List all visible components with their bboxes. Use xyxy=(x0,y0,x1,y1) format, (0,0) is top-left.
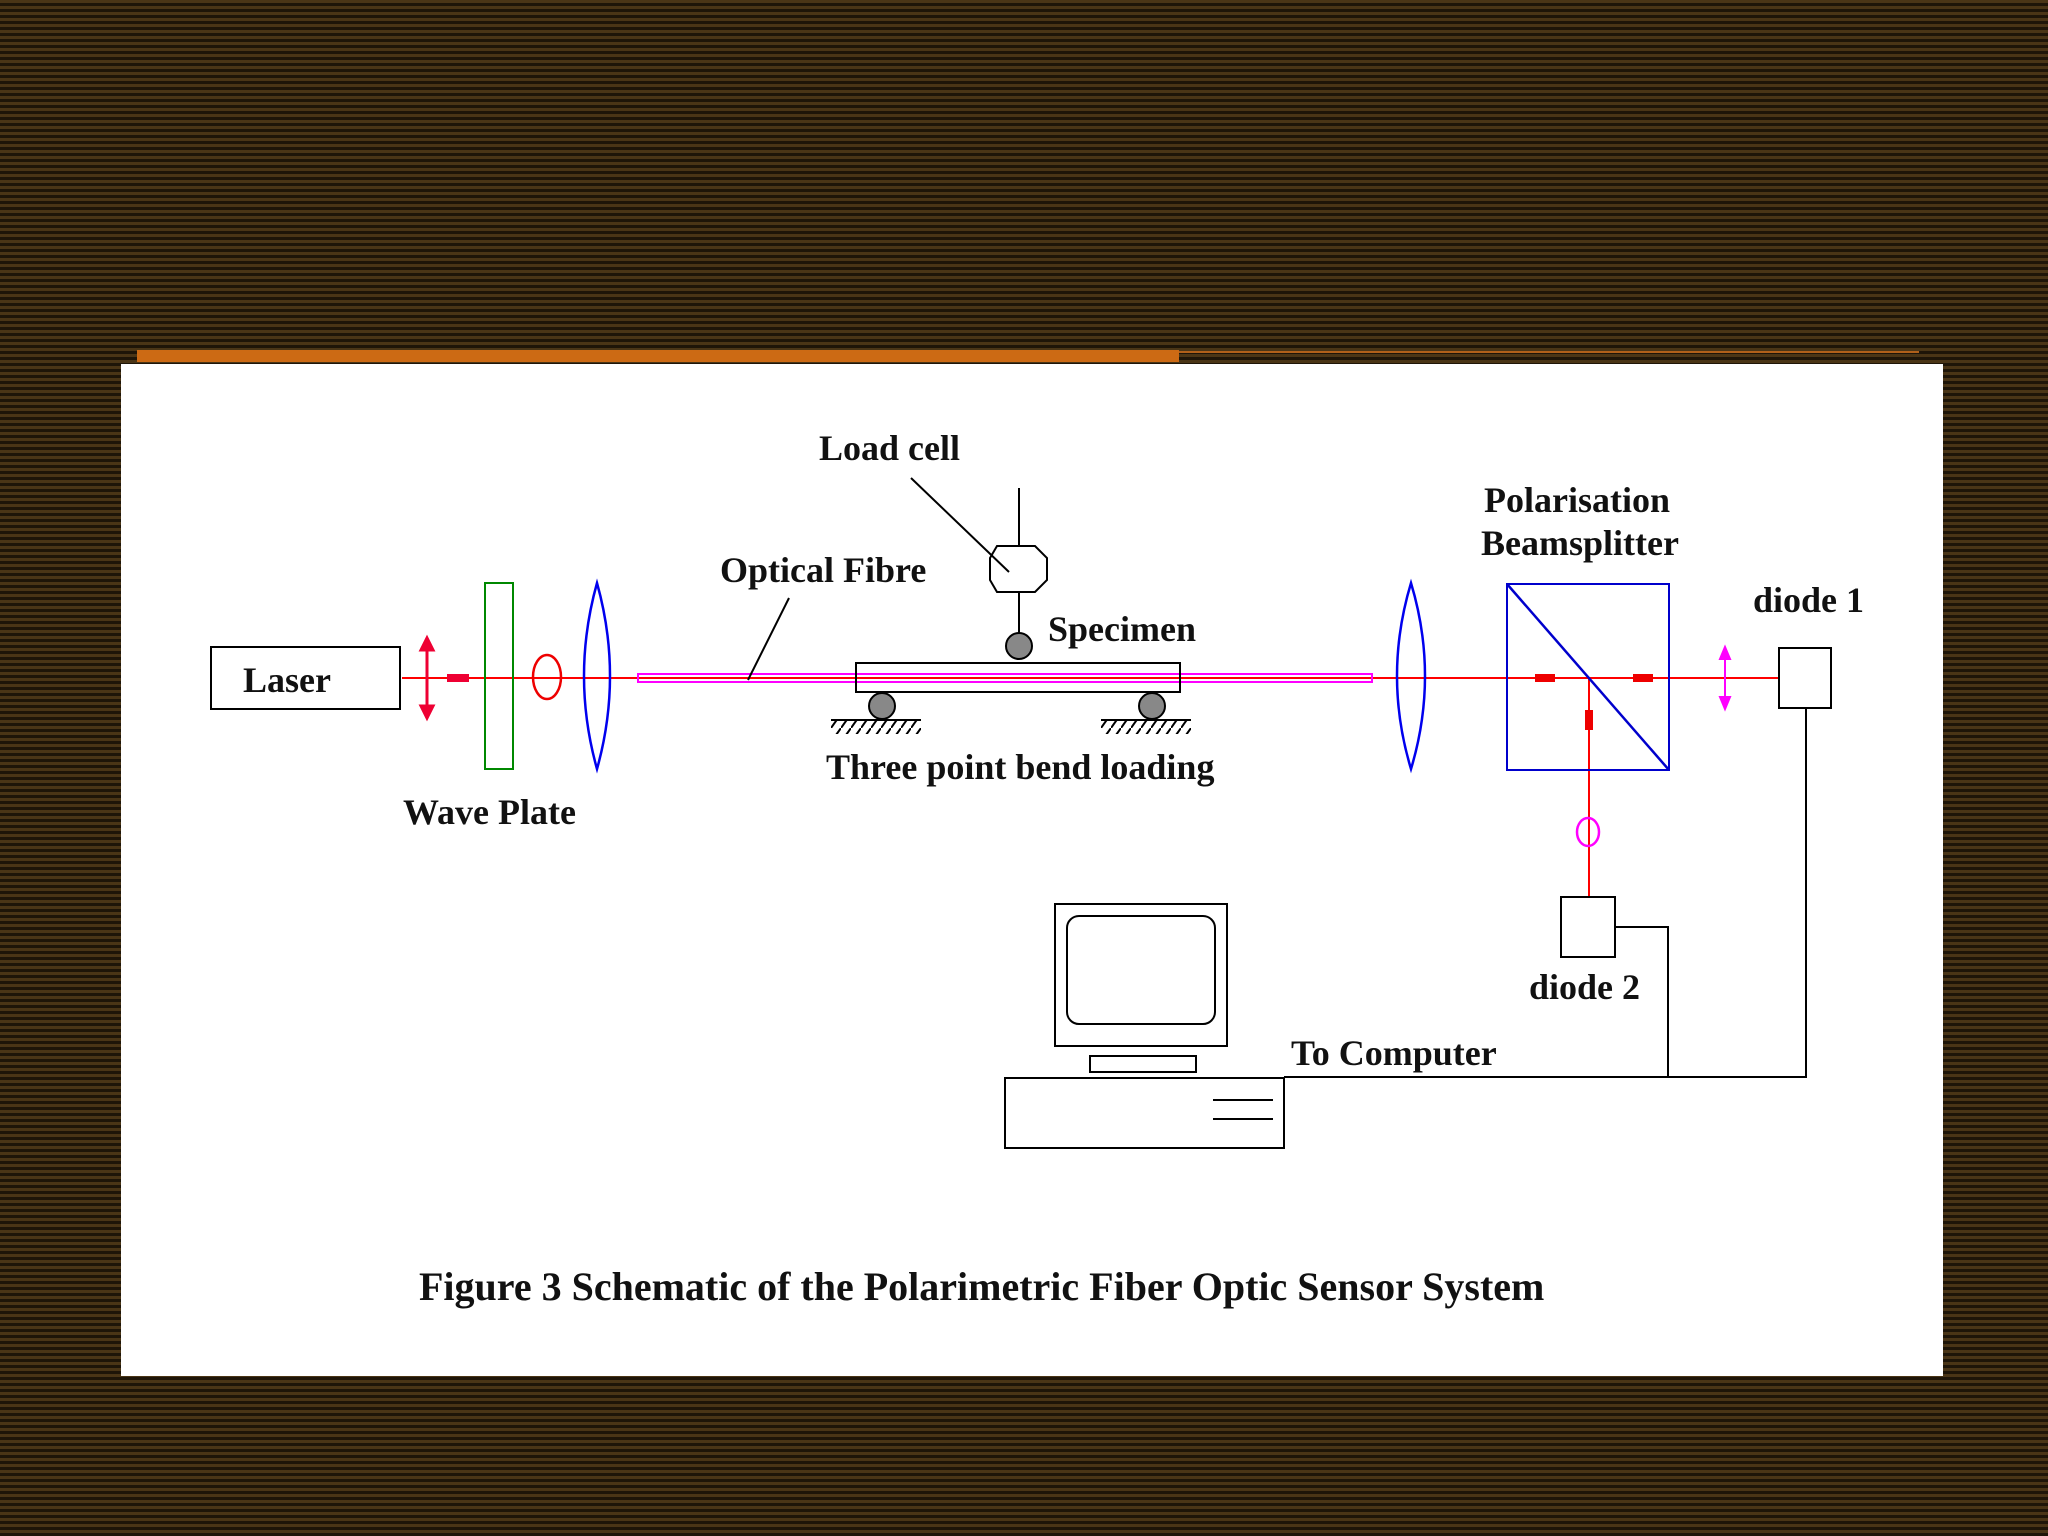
figure-panel: Laser Wave Plate Optical Fibre Three poi… xyxy=(121,364,1943,1376)
specimen-beam xyxy=(855,662,1181,693)
beamsplitter-label: Beamsplitter xyxy=(1481,523,1679,563)
diode-2-cable xyxy=(1615,926,1669,1077)
optical-fibre-label: Optical Fibre xyxy=(720,550,926,590)
to-computer-label: To Computer xyxy=(1291,1033,1497,1073)
wave-plate xyxy=(484,582,514,770)
bend-support-left xyxy=(831,692,921,734)
fibre-pointer-line xyxy=(747,597,790,681)
polarisation-label: Polarisation xyxy=(1484,480,1670,520)
diode-1-label: diode 1 xyxy=(1753,580,1864,620)
accent-line xyxy=(1179,351,1919,353)
specimen-label: Specimen xyxy=(1048,609,1196,649)
beam-arrow-icon xyxy=(1535,674,1555,682)
laser: Laser xyxy=(210,646,401,710)
load-cell-label: Load cell xyxy=(819,428,960,468)
diode-2-label: diode 2 xyxy=(1529,967,1640,1007)
beam-arrow-icon xyxy=(1633,674,1653,682)
polarization-circle-icon xyxy=(1575,816,1601,848)
load-cell xyxy=(989,545,1048,593)
computer-icon xyxy=(1004,903,1285,1149)
beam-direction-arrow-icon xyxy=(447,674,469,682)
lens-1 xyxy=(582,578,612,774)
wave-plate-label: Wave Plate xyxy=(403,792,576,832)
accent-bar-orange xyxy=(137,350,1179,362)
diode-2 xyxy=(1560,896,1616,958)
circular-polarization-icon xyxy=(531,653,563,701)
lens-2 xyxy=(1395,578,1427,774)
diode-1 xyxy=(1778,647,1832,709)
load-cell-pointer-line xyxy=(910,477,1010,573)
vertical-polarization-arrow-icon xyxy=(1718,644,1732,712)
schematic-svg: Laser Wave Plate Optical Fibre Three poi… xyxy=(210,428,1864,1309)
loading-nose xyxy=(1005,632,1033,660)
diode-1-cable xyxy=(1284,708,1807,1078)
figure-caption: Figure 3 Schematic of the Polarimetric F… xyxy=(419,1264,1544,1309)
vertical-polarization-arrow-icon xyxy=(418,634,436,722)
polarisation-beamsplitter xyxy=(1506,583,1670,771)
three-point-bend-label: Three point bend loading xyxy=(826,747,1214,787)
beam-arrow-down-icon xyxy=(1585,710,1593,730)
bend-support-right xyxy=(1101,692,1191,734)
laser-label: Laser xyxy=(243,660,331,700)
optical-fibre xyxy=(637,673,1373,683)
